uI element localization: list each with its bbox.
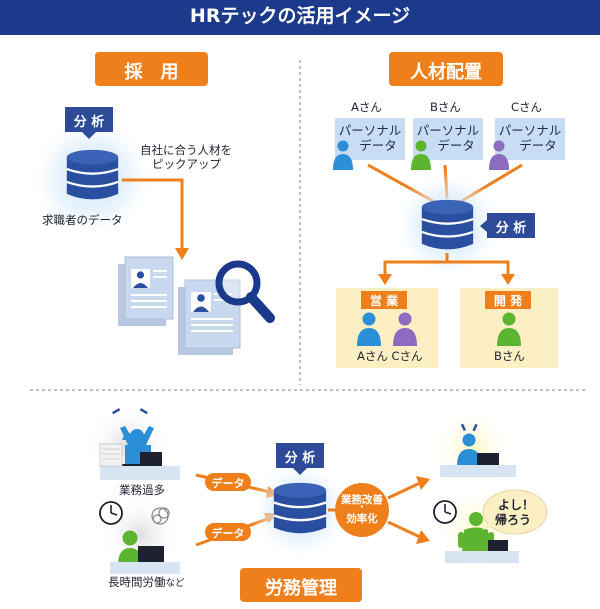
labor-database-icon (272, 481, 328, 535)
labor-pill (240, 568, 362, 602)
pick-caption-line1: 自社に合う人材を (140, 143, 232, 157)
labor-analysis-tag (276, 443, 324, 468)
going-home-worker-icon (458, 512, 508, 552)
page-title: HRテックの活用イメージ (189, 5, 411, 27)
dev-team-label: 開 発 (493, 294, 523, 308)
longhours-desk (110, 562, 180, 574)
card-c (495, 118, 565, 160)
magnifier-icon (215, 260, 275, 323)
person-c-icon (489, 140, 509, 170)
labor-analysis-label: 分 析 (284, 451, 316, 466)
person-a-name: Aさん (351, 100, 382, 114)
home-desk (445, 551, 519, 563)
longhours-text: 長時間労働 (108, 575, 166, 589)
relaxed-worker-icon (457, 423, 499, 466)
sales-person-a-icon (357, 312, 381, 346)
data-badge-1-label: データ (211, 477, 245, 490)
result-arrow-down (387, 520, 430, 544)
card-c-line1: パーソナル (498, 123, 562, 138)
dev-person-b-icon (497, 312, 521, 346)
paper-stack (99, 443, 123, 467)
person-b-name: Bさん (430, 100, 461, 114)
person-a-icon (333, 140, 353, 170)
relaxed-desk (440, 465, 516, 477)
resume-icons (118, 256, 241, 355)
overwork-desk (100, 466, 180, 480)
sales-team-members: Aさん Cさん (357, 349, 423, 363)
labor-label: 労務管理 (265, 578, 337, 599)
sales-team-label: 営 業 (369, 294, 399, 308)
data-badge-2-label: データ (211, 527, 245, 540)
clock-icon-right (433, 500, 457, 524)
data-badge-1 (205, 473, 251, 491)
placement-pill (389, 52, 503, 86)
clock-icon-left (99, 501, 123, 525)
speech-bubble (482, 489, 548, 535)
speech-line2: 帰ろう (495, 513, 532, 527)
speech-line1: よし！ (498, 498, 535, 512)
pick-caption-line2: ピックアップ (152, 157, 221, 171)
person-b-icon (411, 140, 431, 170)
improvement-dot: ・ (357, 503, 367, 513)
sales-person-c-icon (393, 312, 417, 346)
data-badge-2 (205, 523, 251, 541)
recruit-pill (95, 52, 208, 86)
placement-label: 人材配置 (410, 62, 482, 83)
tangle-icon (151, 507, 170, 525)
overwork-caption: 業務過多 (119, 483, 165, 497)
improvement-circle (335, 483, 389, 537)
person-c-name: Cさん (511, 100, 543, 114)
recruit-analysis-tag (65, 107, 113, 132)
card-c-line2: データ (519, 138, 557, 153)
recruit-arrow-down (175, 248, 189, 260)
longhours-suffix: など (165, 578, 185, 589)
job-seeker-data-caption: 求職者のデータ (42, 213, 123, 227)
result-arrow-up (387, 476, 430, 500)
recruit-label: 採 用 (124, 62, 179, 83)
recruit-analysis-label: 分 析 (73, 115, 105, 130)
recruit-database-icon (65, 148, 120, 201)
placement-database-icon (420, 198, 475, 251)
improvement-line1: 業務改善 (341, 494, 383, 506)
card-a-line1: パーソナル (338, 123, 402, 138)
placement-analysis-label: 分 析 (495, 221, 527, 236)
card-b-line1: パーソナル (416, 123, 480, 138)
longhours-caption: 長時間労働など (108, 575, 185, 590)
title-bar (0, 0, 600, 35)
improvement-line2: 効率化 (346, 513, 378, 525)
card-a (335, 118, 405, 160)
card-a-line2: データ (359, 138, 397, 153)
card-b (413, 118, 483, 160)
dev-team-members: Bさん (494, 349, 525, 363)
placement-analysis-tag (487, 213, 535, 238)
card-b-line2: データ (437, 138, 475, 153)
tired-worker-icon (118, 530, 164, 565)
